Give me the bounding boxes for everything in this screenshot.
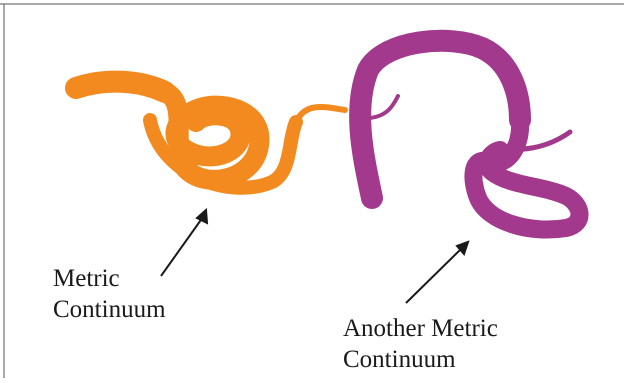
another-metric-continuum-label-line-2: Continuum: [343, 344, 498, 375]
another-metric-continuum-curve: [360, 41, 579, 230]
arrow-another-metric-continuum: [406, 242, 468, 303]
metric-continuum-curve: [76, 82, 345, 188]
another-metric-continuum-label-line-1: Another Metric: [343, 313, 498, 344]
another-metric-continuum-label: Another Metric Continuum: [343, 313, 498, 375]
metric-continuum-label-line-1: Metric: [53, 263, 166, 294]
metric-continuum-label: Metric Continuum: [53, 263, 166, 325]
metric-continuum-label-line-2: Continuum: [53, 294, 166, 325]
arrow-metric-continuum: [161, 210, 207, 276]
